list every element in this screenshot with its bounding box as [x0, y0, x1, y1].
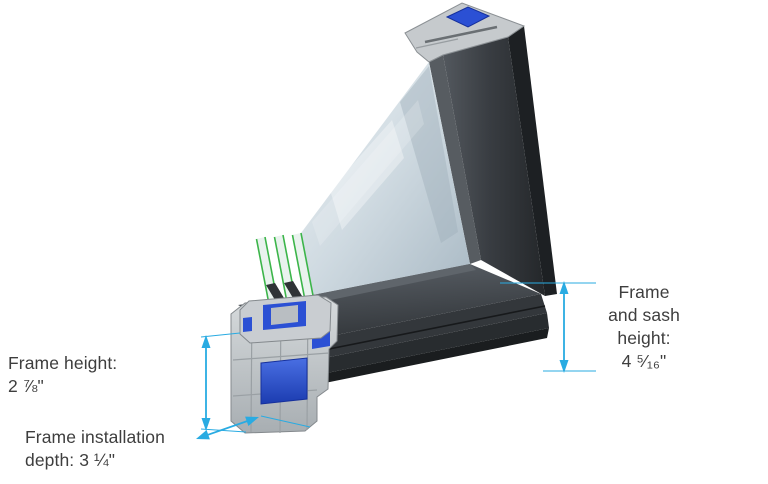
frame-height-value: 2 ⅞": [8, 376, 44, 396]
installation-depth-text: Frame installation: [25, 427, 165, 447]
frame-sash-height-text-2: and sash: [608, 305, 680, 325]
sash-gasket: [243, 317, 252, 332]
frame-sash-height-text-3: height:: [617, 328, 671, 348]
glass-spacer-bar: [266, 283, 284, 300]
glass-panes: [255, 62, 470, 302]
frame-height-label: Frame height: 2 ⅞": [8, 352, 117, 398]
jamb-top-cut-face: [404, 2, 526, 63]
top-gasket-blue: [445, 6, 491, 28]
frame-sash-height-label: Frame and sash height: 4 ⁵⁄₁₆": [589, 281, 699, 373]
jamb-profile: [404, 2, 557, 296]
frame-height-text: Frame height:: [8, 353, 118, 373]
glass-pane-edges: [255, 232, 314, 302]
frame-sash-height-arrow: [500, 281, 596, 373]
sill-profile: [238, 264, 549, 386]
frame-sash-height-value: 4 ⁵⁄₁₆": [621, 351, 667, 371]
sash-cross-section: [239, 294, 332, 344]
frame-sash-height-text-1: Frame: [618, 282, 670, 302]
dimension-annotations: [196, 281, 596, 440]
glass-spacer-bar: [284, 281, 302, 298]
installation-depth-arrow: [196, 415, 311, 440]
insulation-foam: [260, 357, 308, 405]
frame-height-arrow: [200, 332, 247, 433]
installation-depth-value: depth: 3 ¼": [25, 450, 116, 470]
installation-depth-label: Frame installation depth: 3 ¼": [25, 426, 165, 472]
